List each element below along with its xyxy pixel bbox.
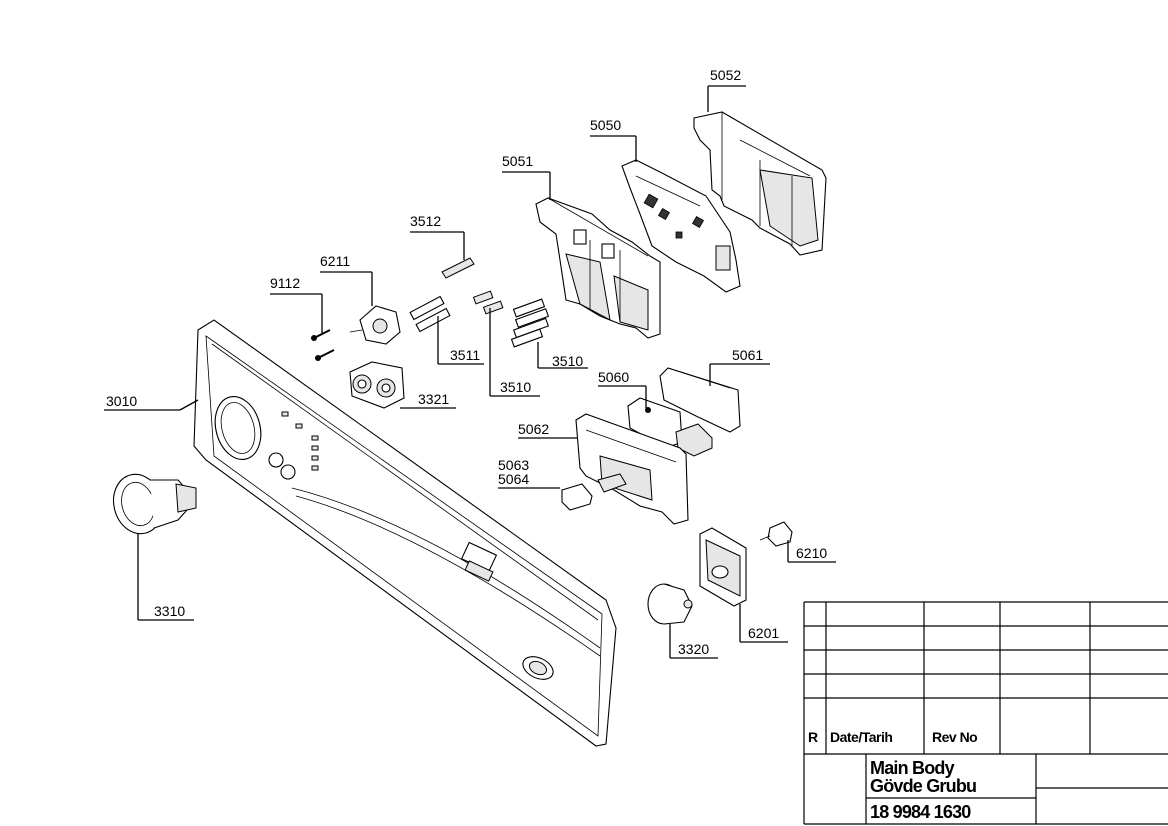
title-block: R Date/Tarih Rev No Main Body Gövde Grub… xyxy=(803,601,1168,825)
callout-6201: 6201 xyxy=(748,625,779,641)
part-3310-knob xyxy=(113,473,197,535)
callout-9112: 9112 xyxy=(270,275,300,291)
part-3511-springs xyxy=(409,295,451,333)
part-3320-rotary-switch xyxy=(647,583,693,625)
callout-3510-upper: 3510 xyxy=(500,379,531,395)
callout-5052: 5052 xyxy=(710,67,741,83)
part-5060-box xyxy=(627,397,713,457)
callout-5063: 5063 xyxy=(498,457,529,473)
callout-5064: 5064 xyxy=(498,471,529,487)
part-3010-front-panel xyxy=(193,319,617,747)
callout-6211: 6211 xyxy=(320,253,350,269)
title-line-2: Gövde Grubu xyxy=(870,776,976,796)
part-5052-rear-cover xyxy=(693,111,827,256)
callout-5062: 5062 xyxy=(518,421,549,437)
callout-5051: 5051 xyxy=(502,153,533,169)
callout-3511: 3511 xyxy=(450,347,480,363)
part-3512-bar xyxy=(441,257,475,279)
part-5063-5064-clips xyxy=(561,473,627,511)
callout-3321: 3321 xyxy=(418,391,449,407)
part-5062-holder xyxy=(575,413,689,525)
rev-label: R xyxy=(808,729,818,745)
drawing-number: 18 9984 1630 xyxy=(870,802,971,822)
title-line-1: Main Body xyxy=(870,758,955,778)
part-5061-cover xyxy=(659,367,741,433)
part-6210-switch xyxy=(759,521,793,547)
part-9112-screws xyxy=(311,329,335,361)
leader-lines xyxy=(104,85,836,659)
callout-3320: 3320 xyxy=(678,641,709,657)
callout-6210: 6210 xyxy=(796,545,827,561)
callout-3510-lower: 3510 xyxy=(552,353,583,369)
part-6211-valve xyxy=(349,305,401,345)
callout-labels: 5052 5050 5051 3512 6211 9112 3511 3510 … xyxy=(106,67,827,657)
part-3510-connectors-lower xyxy=(510,298,550,348)
part-5050-circuit-board xyxy=(621,159,741,293)
rev-no-label: Rev No xyxy=(932,729,977,745)
callout-5050: 5050 xyxy=(590,117,621,133)
part-3510-connectors-upper xyxy=(472,290,504,315)
callout-5061: 5061 xyxy=(732,347,763,363)
part-6201-button-panel xyxy=(699,527,747,607)
callout-3010: 3010 xyxy=(106,393,137,409)
callout-5060: 5060 xyxy=(598,369,629,385)
part-5051-main-frame xyxy=(535,197,661,339)
date-label: Date/Tarih xyxy=(830,729,892,745)
part-3321-double-switch xyxy=(349,361,405,409)
callout-3512: 3512 xyxy=(410,213,441,229)
callout-3310: 3310 xyxy=(154,603,185,619)
